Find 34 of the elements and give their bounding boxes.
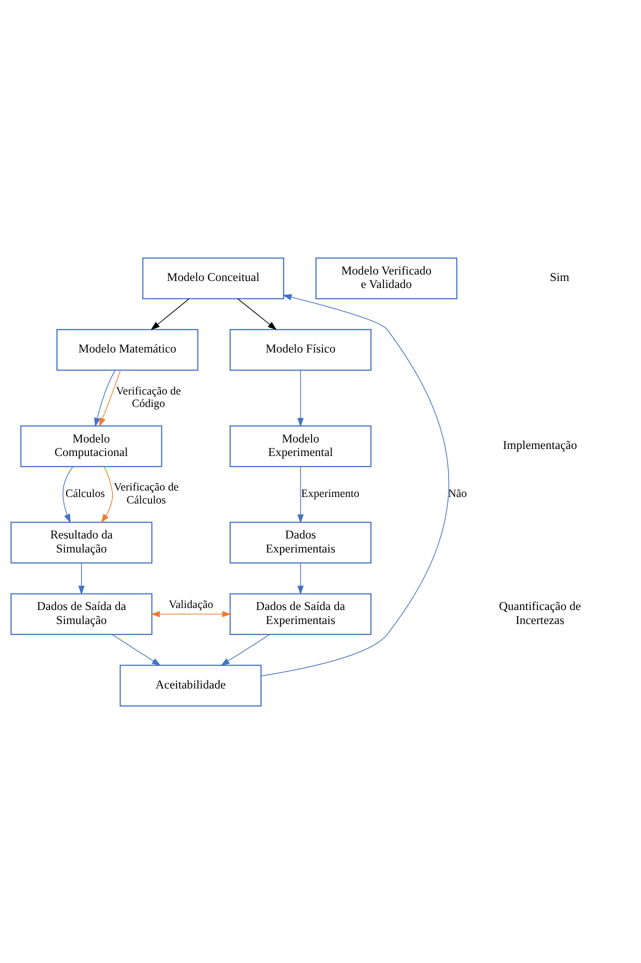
arrow <box>150 610 232 617</box>
arrow <box>150 298 190 330</box>
node-box: Resultado da Simulação <box>10 521 152 563</box>
arrow <box>297 466 304 523</box>
edge-label: Verificação de Cálculos <box>114 481 179 506</box>
arrow <box>100 466 113 523</box>
node-box: Modelo Verificado e Validado <box>315 256 458 299</box>
arrow <box>99 369 121 426</box>
edge-label: Verificação de Código <box>116 384 181 410</box>
label: Sim <box>550 270 570 284</box>
edge-label: Validação <box>168 598 214 611</box>
node-box: Modelo Experimental <box>230 424 372 467</box>
node-box: Modelo Computacional <box>20 424 162 467</box>
arrow <box>260 294 450 676</box>
arrow <box>112 634 161 666</box>
arrow <box>94 369 116 426</box>
arrow <box>220 634 270 666</box>
arrow <box>237 298 277 330</box>
edge-label: Experimento <box>301 488 360 500</box>
node-box: Modelo Conceitual <box>142 256 284 299</box>
arrow <box>78 562 85 594</box>
label: Implementação <box>502 438 578 452</box>
node-box: Dados de Saída da Simulação <box>10 592 152 635</box>
edge-label: Não <box>448 488 467 500</box>
label: Quantificação de Incertezas <box>499 598 581 626</box>
arrow <box>297 369 304 426</box>
node-box: Aceitabilidade <box>120 664 262 706</box>
node-box: Modelo Matemático <box>56 328 198 370</box>
node-box: Dados Experimentais <box>230 521 372 563</box>
arrow <box>62 466 74 523</box>
node-box: Modelo Físico <box>230 328 372 370</box>
node-box: Dados de Saída da Experimentais <box>230 592 372 635</box>
arrow <box>297 562 304 594</box>
edge-label: Cálculos <box>65 488 105 500</box>
